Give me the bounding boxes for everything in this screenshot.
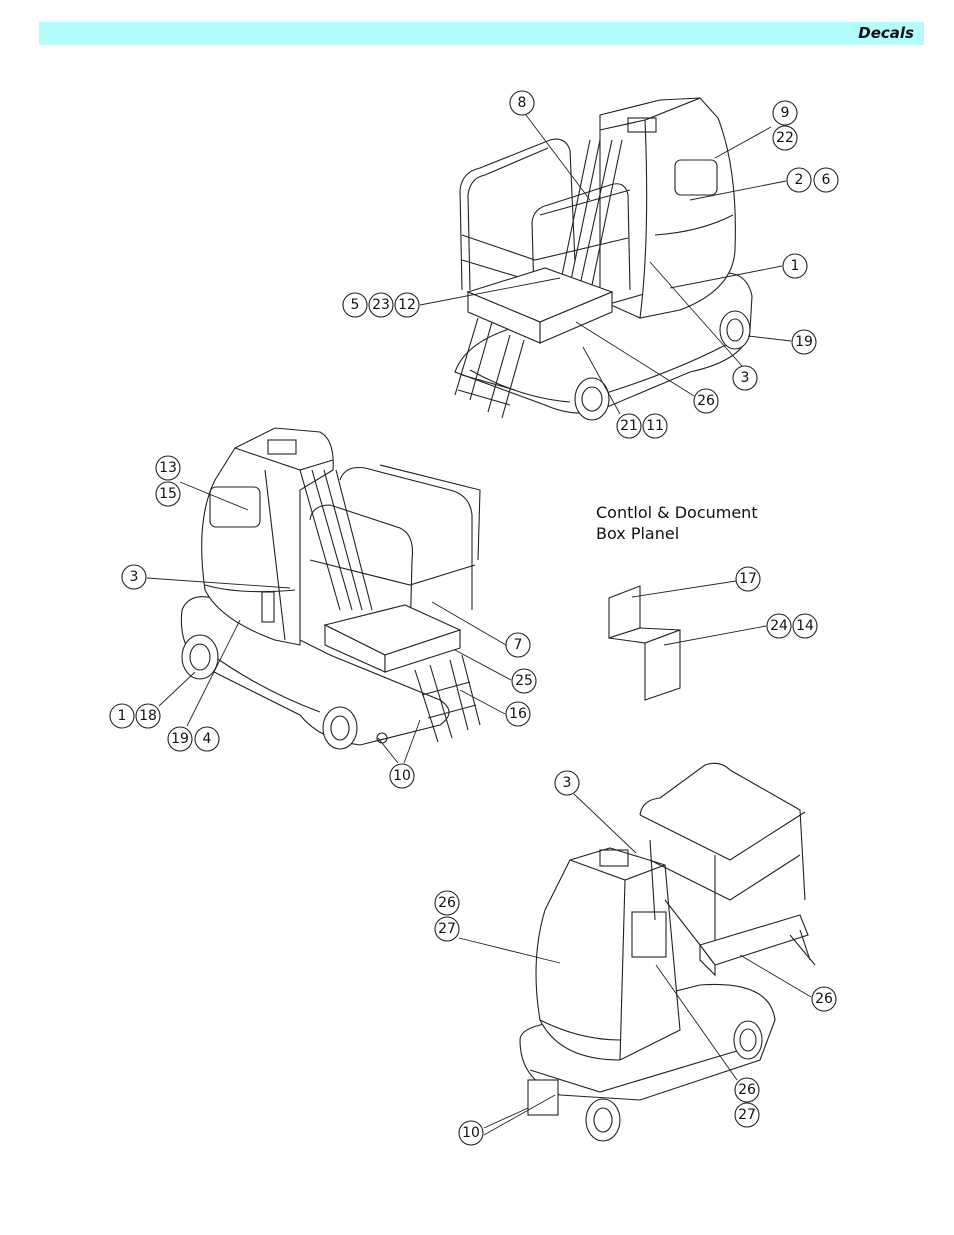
callout-3: 3 — [732, 365, 758, 391]
callout-18: 18 — [135, 703, 161, 729]
svg-text:1: 1 — [791, 258, 800, 274]
svg-text:4: 4 — [203, 731, 212, 747]
svg-text:3: 3 — [130, 569, 139, 585]
svg-text:3: 3 — [741, 370, 750, 386]
svg-text:25: 25 — [515, 673, 533, 689]
svg-text:26: 26 — [697, 393, 715, 409]
callout-14: 14 — [792, 613, 818, 639]
svg-text:8: 8 — [518, 95, 527, 111]
callout-26: 26 — [693, 388, 719, 414]
callout-7: 7 — [505, 632, 531, 658]
svg-text:11: 11 — [646, 418, 664, 434]
svg-text:27: 27 — [438, 921, 456, 937]
callout-23: 23 — [368, 292, 394, 318]
callout-6: 6 — [813, 167, 839, 193]
svg-text:22: 22 — [776, 130, 794, 146]
callout-27: 27 — [434, 916, 460, 942]
callout-1: 1 — [782, 253, 808, 279]
callout-19: 19 — [167, 726, 193, 752]
svg-text:5: 5 — [351, 297, 360, 313]
svg-text:27: 27 — [738, 1107, 756, 1123]
svg-text:14: 14 — [796, 618, 814, 634]
svg-text:13: 13 — [159, 460, 177, 476]
svg-text:10: 10 — [462, 1125, 480, 1141]
callout-11: 11 — [642, 413, 668, 439]
svg-text:1: 1 — [118, 708, 127, 724]
callout-27: 27 — [734, 1102, 760, 1128]
callout-2: 2 — [786, 167, 812, 193]
callout-8: 8 — [509, 90, 535, 116]
lift-view-middle — [180, 427, 481, 750]
callout-1: 1 — [109, 703, 135, 729]
svg-text:10: 10 — [393, 768, 411, 784]
callouts: 8 9 22 2 6 1 5 23 12 19 3 26 21 11 13 15… — [109, 90, 839, 1146]
svg-text:26: 26 — [438, 895, 456, 911]
svg-text:19: 19 — [795, 334, 813, 350]
section-title: Decals — [858, 24, 914, 42]
callout-10: 10 — [458, 1120, 484, 1146]
callout-19: 19 — [791, 329, 817, 355]
lift-view-bottom — [519, 762, 816, 1142]
lift-view-top — [454, 97, 753, 421]
svg-text:16: 16 — [509, 706, 527, 722]
svg-text:12: 12 — [398, 297, 416, 313]
control-document-box-panel — [608, 585, 681, 701]
svg-text:2: 2 — [795, 172, 804, 188]
svg-text:26: 26 — [815, 991, 833, 1007]
callout-13: 13 — [155, 455, 181, 481]
svg-text:18: 18 — [139, 708, 157, 724]
svg-text:24: 24 — [770, 618, 788, 634]
svg-text:9: 9 — [781, 105, 790, 121]
header-bar: Decals — [39, 22, 924, 45]
svg-text:19: 19 — [171, 731, 189, 747]
callout-4: 4 — [194, 726, 220, 752]
callout-16: 16 — [505, 701, 531, 727]
callout-25: 25 — [511, 668, 537, 694]
callout-5: 5 — [342, 292, 368, 318]
callout-10: 10 — [389, 763, 415, 789]
callout-26: 26 — [811, 986, 837, 1012]
callout-26: 26 — [434, 890, 460, 916]
svg-text:3: 3 — [563, 775, 572, 791]
svg-text:26: 26 — [738, 1082, 756, 1098]
callout-21: 21 — [616, 413, 642, 439]
svg-text:23: 23 — [372, 297, 390, 313]
leader-lines — [146, 114, 812, 1136]
svg-text:21: 21 — [620, 418, 638, 434]
callout-22: 22 — [772, 125, 798, 151]
callout-12: 12 — [394, 292, 420, 318]
callout-15: 15 — [155, 481, 181, 507]
panel-note-line1: Contlol & Document — [596, 503, 758, 522]
svg-text:15: 15 — [159, 486, 177, 502]
callout-9: 9 — [772, 100, 798, 126]
panel-note-line2: Box Planel — [596, 524, 679, 543]
callout-3: 3 — [554, 770, 580, 796]
callout-3: 3 — [121, 564, 147, 590]
callout-17: 17 — [735, 566, 761, 592]
svg-text:7: 7 — [514, 637, 523, 653]
svg-text:17: 17 — [739, 571, 757, 587]
callout-26: 26 — [734, 1077, 760, 1103]
svg-text:6: 6 — [822, 172, 831, 188]
callout-24: 24 — [766, 613, 792, 639]
